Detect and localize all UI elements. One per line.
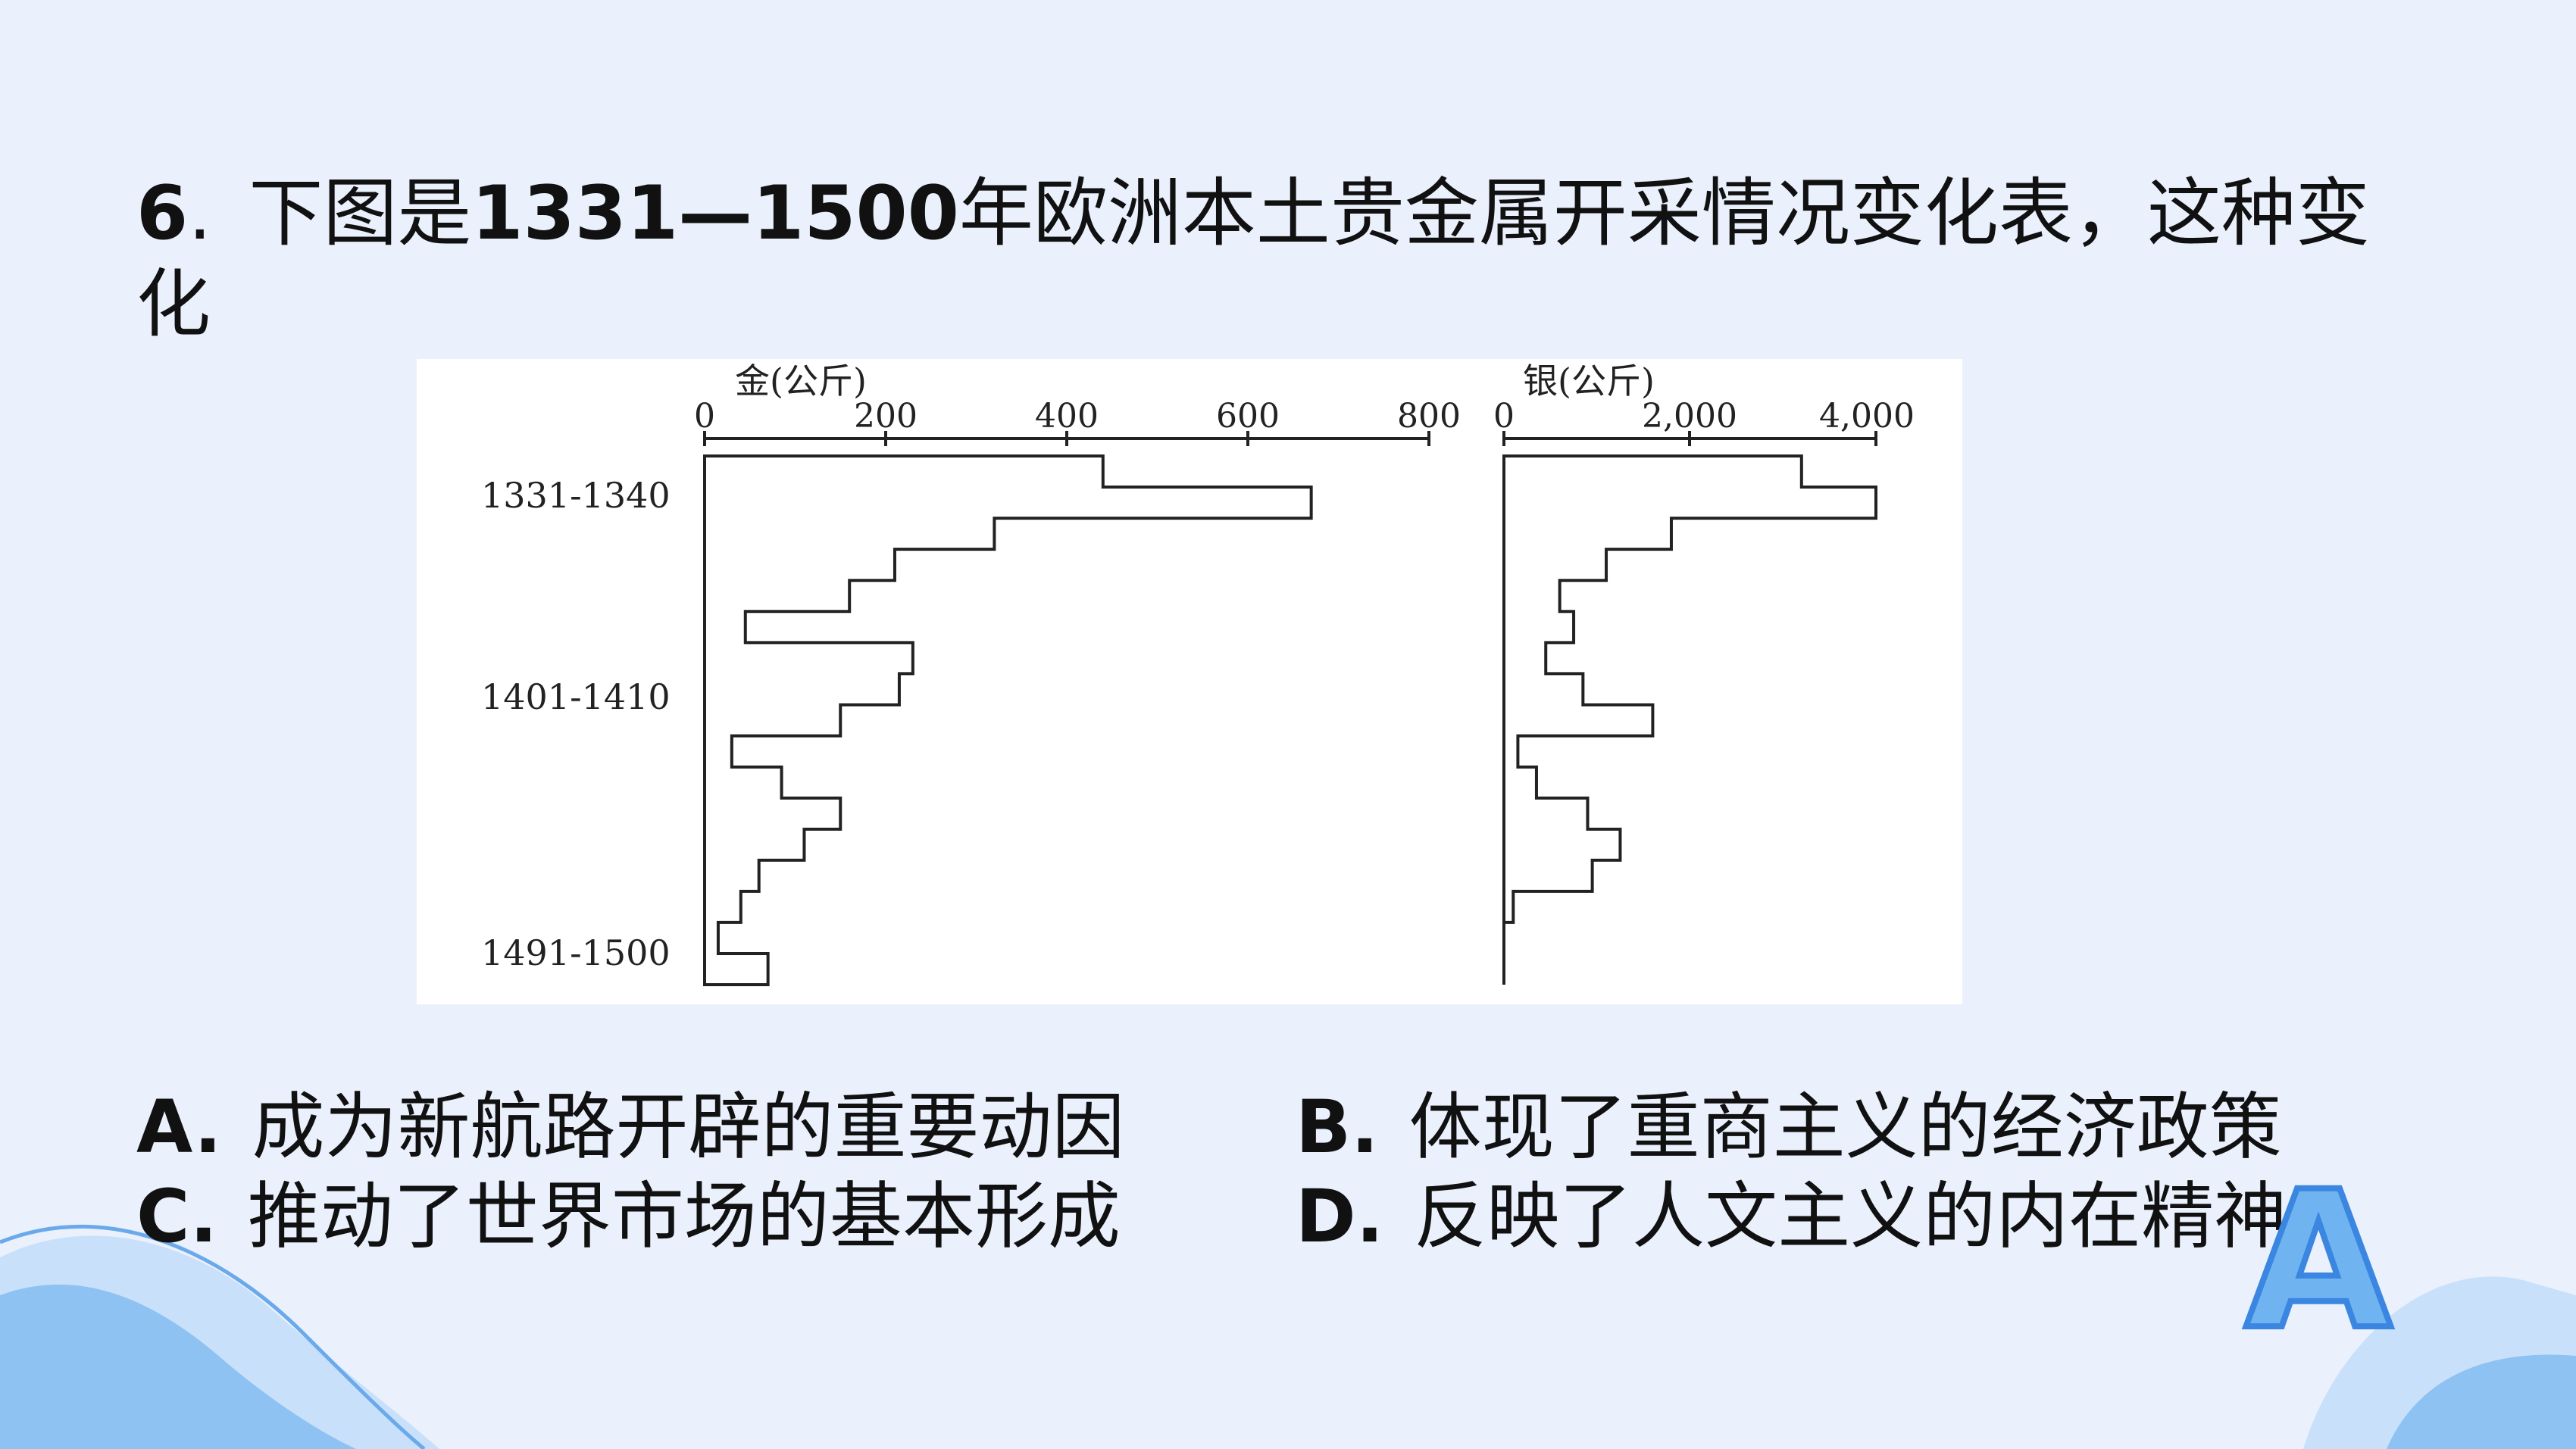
gold-bar	[705, 611, 746, 642]
gold-tick-label: 600	[1216, 397, 1280, 436]
precious-metal-figure: 金(公斤) 0 200 400 600 800 银(公斤) 0 2,000 4,…	[417, 359, 1962, 1004]
gold-bar	[705, 673, 899, 704]
figure-svg: 金(公斤) 0 200 400 600 800 银(公斤) 0 2,000 4,…	[481, 361, 1915, 986]
option-text: 推动了世界市场的基本形成	[247, 1174, 1121, 1259]
question-number: 6	[136, 170, 189, 257]
gold-bar	[705, 923, 718, 954]
row-label: 1401-1410	[481, 676, 671, 717]
gold-bar	[705, 487, 1311, 518]
silver-bar	[1504, 860, 1593, 892]
silver-bar	[1504, 829, 1620, 860]
wave-bottom-left-front	[0, 1284, 356, 1449]
option-letter: A.	[136, 1085, 222, 1170]
row-label: 1331-1340	[481, 475, 671, 516]
silver-bar	[1504, 736, 1518, 767]
row-label: 1491-1500	[481, 932, 671, 973]
silver-bar	[1504, 549, 1606, 580]
silver-bar	[1504, 518, 1671, 549]
gold-series	[703, 454, 1313, 986]
silver-bar	[1504, 798, 1587, 829]
gold-bar	[705, 549, 895, 580]
option-c[interactable]: C. 推动了世界市场的基本形成	[136, 1173, 1121, 1260]
silver-bar	[1504, 487, 1876, 518]
silver-outline	[1502, 454, 1877, 985]
gold-bar	[705, 518, 994, 549]
gold-bar	[705, 798, 840, 829]
option-letter: D.	[1296, 1174, 1384, 1259]
silver-axis-label: 银(公斤)	[1523, 361, 1655, 401]
gold-bar	[705, 704, 840, 735]
gold-bar	[705, 767, 782, 798]
silver-bar	[1504, 580, 1560, 611]
gold-bar	[705, 829, 804, 860]
gold-outline	[703, 454, 1313, 986]
question-text: 6. 下图是1331—1500年欧洲本土贵金属开采情况变化表，这种变化	[136, 168, 2409, 350]
gold-bar	[705, 736, 732, 767]
option-text: 体现了重商主义的经济政策	[1408, 1085, 2282, 1170]
silver-bar	[1504, 704, 1652, 735]
gold-axis-label: 金(公斤)	[735, 361, 867, 401]
silver-bar	[1504, 611, 1574, 642]
gold-tick-label: 200	[854, 397, 918, 436]
silver-tick-label: 2,000	[1642, 397, 1737, 436]
option-b[interactable]: B. 体现了重商主义的经济政策	[1296, 1083, 2282, 1171]
silver-series	[1502, 454, 1877, 985]
gold-bar	[705, 892, 741, 923]
question-years: 1331—1500	[471, 170, 959, 257]
question-rest: 年欧洲本土贵金属开采情况变化表，这种变化	[136, 170, 2370, 348]
option-text: 成为新航路开辟的重要动因	[252, 1085, 1125, 1170]
gold-tick-label: 400	[1035, 397, 1099, 436]
silver-bar	[1504, 642, 1546, 673]
silver-bar	[1504, 456, 1802, 487]
silver-bar	[1504, 673, 1583, 704]
option-text: 反映了人文主义的内在精神	[1414, 1174, 2287, 1259]
silver-bar	[1504, 892, 1513, 923]
gold-bar	[705, 860, 759, 892]
gold-bar	[705, 456, 1103, 487]
gold-tick-label: 800	[1397, 397, 1461, 436]
gold-tick-label: 0	[694, 397, 715, 436]
gold-bar	[705, 954, 768, 985]
answer-mark: A	[2242, 1151, 2394, 1371]
silver-tick-label: 4,000	[1819, 397, 1915, 436]
option-d[interactable]: D. 反映了人文主义的内在精神	[1296, 1173, 2287, 1260]
wave-bottom-left-line	[0, 1224, 426, 1449]
option-a[interactable]: A. 成为新航路开辟的重要动因	[136, 1083, 1125, 1171]
question-prefix: 下图是	[249, 170, 472, 257]
gold-bar	[705, 642, 913, 673]
silver-bar	[1504, 767, 1537, 798]
option-letter: C.	[136, 1174, 217, 1259]
gold-bar	[705, 580, 849, 611]
wave-bottom-right-front	[2387, 1354, 2576, 1449]
silver-tick-label: 0	[1493, 397, 1515, 436]
question-number-separator: .	[188, 170, 212, 257]
option-letter: B.	[1296, 1085, 1379, 1170]
